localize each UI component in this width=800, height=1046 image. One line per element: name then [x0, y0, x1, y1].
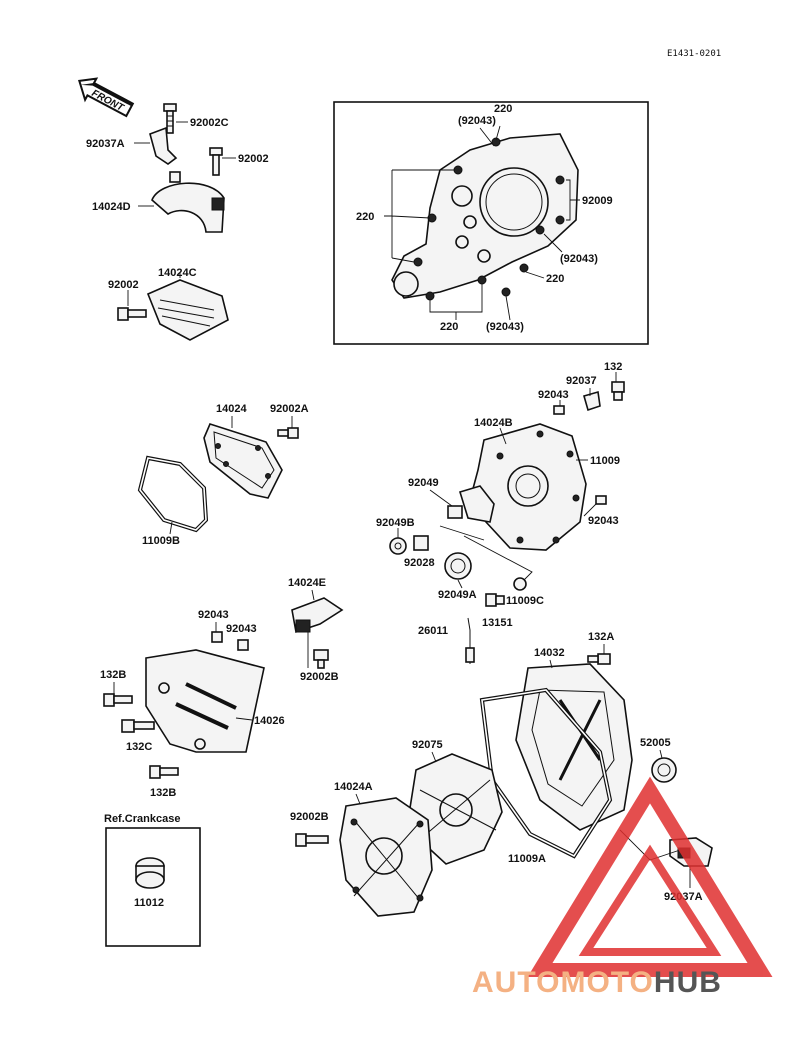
- label-132b-a: 132B: [100, 669, 126, 681]
- label-14024d: 14024D: [92, 201, 131, 213]
- label-92028: 92028: [404, 557, 435, 569]
- o-ring-11009c: [513, 577, 527, 591]
- label-132c: 132C: [126, 741, 152, 753]
- label-box-92043-right: (92043): [560, 253, 598, 265]
- cover-14026: [145, 649, 265, 753]
- label-14026: 14026: [254, 715, 285, 727]
- watermark-logo-icon: [527, 776, 773, 977]
- oil-seal-52005: [651, 757, 677, 783]
- label-11012: 11012: [134, 897, 164, 909]
- plug-11012: [135, 857, 165, 889]
- label-14024c: 14024C: [158, 267, 197, 279]
- label-box-92009: 92009: [582, 195, 613, 207]
- label-14024: 14024: [216, 403, 247, 415]
- label-92049: 92049: [408, 477, 439, 489]
- label-92043-a: 92043: [538, 389, 569, 401]
- label-52005: 52005: [640, 737, 671, 749]
- label-132b-b: 132B: [150, 787, 176, 799]
- bolt-92002b-a: [313, 649, 329, 669]
- label-92049a: 92049A: [438, 589, 477, 601]
- ref-crankcase-box: [105, 827, 201, 947]
- dowel-92043-a: [553, 405, 565, 415]
- cover-14024d: [151, 171, 225, 233]
- label-11009a: 11009A: [508, 853, 546, 865]
- front-arrow-icon: FRONT: [78, 77, 135, 118]
- label-14024b: 14024B: [474, 417, 513, 429]
- label-132: 132: [604, 361, 622, 373]
- label-92043-b: 92043: [588, 515, 619, 527]
- label-26011: 26011: [418, 625, 448, 637]
- gasket-plate: [391, 133, 579, 301]
- diagram-code: E1431-0201: [667, 49, 721, 59]
- label-92043-c: 92043: [198, 609, 229, 621]
- label-box-220-left: 220: [356, 211, 374, 223]
- label-92002-mid: 92002: [108, 279, 139, 291]
- label-92075: 92075: [412, 739, 443, 751]
- gasket-11009b: [137, 455, 209, 533]
- oil-seal-92049b: [389, 537, 407, 555]
- dowel-92043-c: [211, 631, 223, 643]
- gasket-11009a: [479, 687, 613, 859]
- dowel-92043-b: [595, 495, 607, 505]
- bracket-92037a-top: [149, 126, 178, 165]
- cover-14024a: [339, 797, 433, 917]
- label-box-220-top: 220: [494, 103, 512, 115]
- label-92002-top: 92002: [238, 153, 269, 165]
- label-92049b: 92049B: [376, 517, 415, 529]
- bolt-92002c: [163, 103, 177, 134]
- bolt-132b-b: [149, 765, 179, 779]
- label-13151: 13151: [482, 617, 513, 629]
- cover-14024: [203, 423, 283, 499]
- gasket-box: [333, 101, 649, 345]
- bolt-132: [611, 381, 625, 401]
- cover-92075: [409, 753, 503, 865]
- collar-92028: [413, 535, 429, 551]
- bolt-92002b-b: [295, 833, 329, 847]
- cover-14032: [515, 663, 633, 831]
- label-11009b: 11009B: [142, 535, 180, 547]
- bolt-132a: [587, 653, 611, 665]
- label-92002b-a: 92002B: [300, 671, 339, 683]
- label-92037a-top: 92037A: [86, 138, 125, 150]
- watermark-text-part1: AUTOMOTO: [472, 966, 654, 999]
- label-14024a: 14024A: [334, 781, 373, 793]
- bolt-132b-a: [103, 693, 133, 707]
- oil-seal-92049a: [444, 552, 472, 580]
- pin-92049: [447, 505, 463, 519]
- bracket-92037: [583, 390, 601, 412]
- label-92043-d: 92043: [226, 623, 257, 635]
- label-92002a: 92002A: [270, 403, 309, 415]
- label-92002c: 92002C: [190, 117, 229, 129]
- lead-26011: [465, 617, 475, 664]
- cover-14024b: [458, 423, 587, 551]
- label-11009: 11009: [590, 455, 620, 467]
- bolt-92002a: [277, 427, 299, 439]
- label-14024e: 14024E: [288, 577, 326, 589]
- switch-13151: [485, 593, 505, 607]
- label-box-220-bottom: 220: [440, 321, 458, 333]
- label-92002b-b: 92002B: [290, 811, 329, 823]
- label-11009c: 11009C: [506, 595, 544, 607]
- label-box-220-right: 220: [546, 273, 564, 285]
- dowel-92043-d: [237, 639, 249, 651]
- bolt-92002-top: [209, 147, 223, 176]
- cover-14024c: [146, 279, 229, 341]
- bracket-14024e: [291, 597, 344, 634]
- watermark-text-part2: HUB: [654, 966, 722, 999]
- watermark-text: AUTOMOTOHUB: [472, 966, 722, 999]
- label-14032: 14032: [534, 647, 565, 659]
- label-92037: 92037: [566, 375, 597, 387]
- label-132a: 132A: [588, 631, 614, 643]
- bolt-132c: [121, 719, 155, 733]
- label-box-92043-top: (92043): [458, 115, 496, 127]
- label-box-92043-bottom: (92043): [486, 321, 524, 333]
- ref-crankcase-label: Ref.Crankcase: [104, 813, 180, 825]
- bolt-92002-mid: [117, 307, 147, 321]
